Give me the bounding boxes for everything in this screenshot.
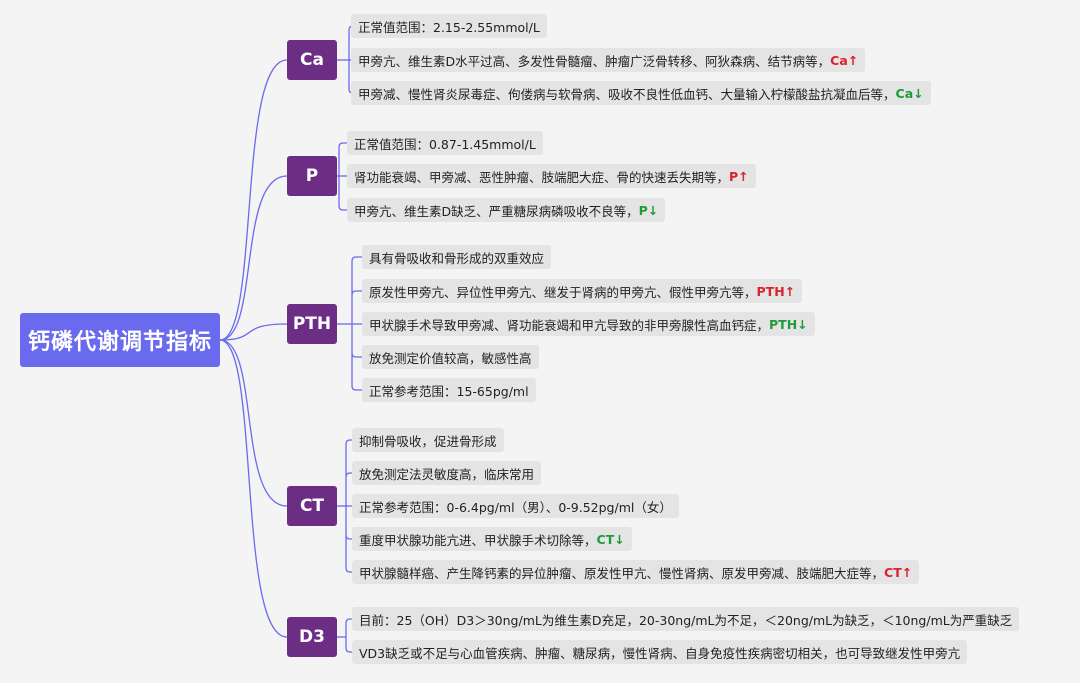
leaf-link <box>345 439 352 445</box>
leaf-ct-2[interactable]: 正常参考范围：0-6.4pg/ml（男）、0-9.52pg/ml（女） <box>352 494 679 518</box>
leaf-text: 甲状腺手术导致甲旁减、肾功能衰竭和甲亢导致的非甲旁腺性高血钙症， <box>369 317 770 333</box>
increase-marker: Ca↑ <box>830 52 859 68</box>
decrease-marker: Ca↓ <box>895 85 924 101</box>
root-link-d3 <box>219 339 288 638</box>
leaf-text: 抑制骨吸收，促进骨形成 <box>359 433 497 449</box>
leaf-text: 目前：25（OH）D3＞30ng/mL为维生素D充足，20-30ng/mL为不足… <box>359 612 1013 628</box>
leaf-pth-0[interactable]: 具有骨吸收和骨形成的双重效应 <box>362 245 552 269</box>
leaf-link <box>345 567 352 573</box>
leaf-ca-0[interactable]: 正常值范围：2.15-2.55mmol/L <box>351 14 547 38</box>
root-link-p <box>219 175 288 341</box>
root-link-ca <box>219 59 288 341</box>
leaf-link <box>338 142 347 148</box>
leaf-link <box>345 618 352 624</box>
leaf-text: 正常参考范围：0-6.4pg/ml（男）、0-9.52pg/ml（女） <box>359 499 672 515</box>
leaf-d3-1[interactable]: VD3缺乏或不足与心血管疾病、肿瘤、糖尿病，慢性肾病、自身免疫性疾病密切相关，也… <box>352 640 968 664</box>
leaf-link <box>351 290 362 296</box>
leaf-ca-1[interactable]: 甲旁亢、维生素D水平过高、多发性骨髓瘤、肿瘤广泛骨转移、阿狄森病、结节病等，Ca… <box>351 48 866 72</box>
category-pth[interactable]: PTH <box>287 304 337 344</box>
leaf-pth-1[interactable]: 原发性甲旁亢、异位性甲旁亢、继发于肾病的甲旁亢、假性甲旁亢等，PTH↑ <box>362 279 803 303</box>
leaf-text: 正常值范围：0.87-1.45mmol/L <box>354 136 536 152</box>
leaf-pth-3[interactable]: 放免测定价值较高，敏感性高 <box>362 345 539 369</box>
increase-marker: PTH↑ <box>756 283 796 299</box>
leaf-link <box>351 352 362 358</box>
leaf-text: 具有骨吸收和骨形成的双重效应 <box>369 250 545 266</box>
category-ct[interactable]: CT <box>287 486 337 526</box>
leaf-link <box>345 472 352 478</box>
leaf-text: 肾功能衰竭、甲旁减、恶性肿瘤、肢端肥大症、骨的快速丢失期等， <box>354 169 730 185</box>
leaf-ct-4[interactable]: 甲状腺髓样癌、产生降钙素的异位肿瘤、原发性甲亢、慢性肾病、原发甲旁减、肢端肥大症… <box>352 560 920 584</box>
leaf-link <box>345 647 352 653</box>
leaf-pth-4[interactable]: 正常参考范围：15-65pg/ml <box>362 378 536 402</box>
leaf-link <box>345 534 352 540</box>
leaf-link <box>351 385 362 391</box>
leaf-ca-2[interactable]: 甲旁减、慢性肾炎尿毒症、佝偻病与软骨病、吸收不良性低血钙、大量输入柠檬酸盐抗凝血… <box>351 81 931 105</box>
leaf-ct-3[interactable]: 重度甲状腺功能亢进、甲状腺手术切除等，CT↓ <box>352 527 632 551</box>
leaf-p-2[interactable]: 甲旁亢、维生素D缺乏、严重糖尿病磷吸收不良等，P↓ <box>347 198 666 222</box>
leaf-text: 原发性甲旁亢、异位性甲旁亢、继发于肾病的甲旁亢、假性甲旁亢等， <box>369 284 757 300</box>
root-link-ct <box>219 339 288 507</box>
leaf-text: 重度甲状腺功能亢进、甲状腺手术切除等， <box>359 532 597 548</box>
increase-marker: P↑ <box>729 168 749 184</box>
leaf-d3-0[interactable]: 目前：25（OH）D3＞30ng/mL为维生素D充足，20-30ng/mL为不足… <box>352 607 1020 631</box>
decrease-marker: CT↓ <box>596 531 625 547</box>
leaf-link <box>351 256 362 262</box>
decrease-marker: PTH↓ <box>769 316 808 332</box>
leaf-text: 正常值范围：2.15-2.55mmol/L <box>358 19 540 35</box>
leaf-text: 甲旁减、慢性肾炎尿毒症、佝偻病与软骨病、吸收不良性低血钙、大量输入柠檬酸盐抗凝血… <box>358 86 896 102</box>
leaf-text: 甲旁亢、维生素D缺乏、严重糖尿病磷吸收不良等， <box>354 203 639 219</box>
leaf-text: 正常参考范围：15-65pg/ml <box>369 383 529 399</box>
leaf-link <box>338 205 347 211</box>
leaf-p-0[interactable]: 正常值范围：0.87-1.45mmol/L <box>347 131 543 155</box>
leaf-text: VD3缺乏或不足与心血管疾病、肿瘤、糖尿病，慢性肾病、自身免疫性疾病密切相关，也… <box>359 645 961 661</box>
category-p[interactable]: P <box>287 156 337 196</box>
leaf-ct-0[interactable]: 抑制骨吸收，促进骨形成 <box>352 428 504 452</box>
leaf-text: 甲旁亢、维生素D水平过高、多发性骨髓瘤、肿瘤广泛骨转移、阿狄森病、结节病等， <box>358 53 831 69</box>
category-ca[interactable]: Ca <box>287 40 337 80</box>
root-link-pth <box>219 323 288 341</box>
decrease-marker: P↓ <box>638 202 659 218</box>
increase-marker: CT↑ <box>884 564 913 580</box>
category-d3[interactable]: D3 <box>287 617 337 657</box>
leaf-p-1[interactable]: 肾功能衰竭、甲旁减、恶性肿瘤、肢端肥大症、骨的快速丢失期等，P↑ <box>347 164 756 188</box>
central-topic[interactable]: 钙磷代谢调节指标 <box>20 313 220 367</box>
leaf-text: 甲状腺髓样癌、产生降钙素的异位肿瘤、原发性甲亢、慢性肾病、原发甲旁减、肢端肥大症… <box>359 565 885 581</box>
leaf-text: 放免测定法灵敏度高，临床常用 <box>359 466 535 482</box>
leaf-text: 放免测定价值较高，敏感性高 <box>369 350 532 366</box>
leaf-pth-2[interactable]: 甲状腺手术导致甲旁减、肾功能衰竭和甲亢导致的非甲旁腺性高血钙症，PTH↓ <box>362 312 815 336</box>
leaf-ct-1[interactable]: 放免测定法灵敏度高，临床常用 <box>352 461 542 485</box>
